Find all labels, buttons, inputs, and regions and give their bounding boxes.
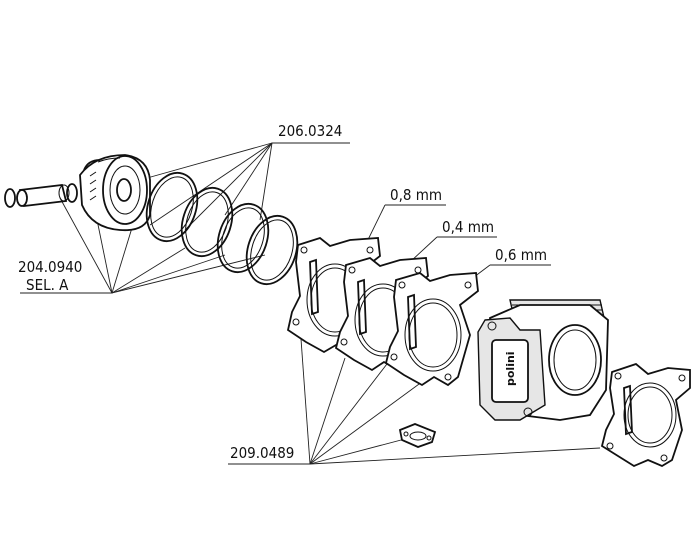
label-gasket-0-4: 0,4 mm	[442, 218, 494, 236]
piston	[79, 154, 151, 232]
base-gasket-3	[384, 272, 479, 387]
label-gasket-0-8: 0,8 mm	[390, 186, 442, 204]
label-cylinder-code: 209.0489	[230, 444, 294, 462]
label-gasket-0-6: 0,6 mm	[495, 246, 547, 264]
label-rings-code: 206.0324	[278, 122, 342, 140]
exhaust-gasket	[398, 423, 437, 448]
ring-2	[180, 186, 234, 258]
ring-1	[145, 171, 199, 243]
label-piston-selection: SEL. A	[26, 276, 69, 294]
label-piston-code: 204.0940	[18, 258, 82, 276]
ring-4	[245, 214, 299, 286]
piston-pin	[16, 184, 70, 207]
ring-3	[216, 202, 270, 274]
piston-rings	[145, 171, 299, 286]
circlip-left	[4, 188, 16, 208]
cylinder: polini	[477, 299, 609, 421]
polini-logo: polini	[504, 351, 517, 386]
svg-text:polini: polini	[504, 351, 517, 386]
circlip-right	[66, 183, 78, 203]
leader-lines	[20, 142, 601, 465]
head-gasket	[600, 362, 691, 468]
